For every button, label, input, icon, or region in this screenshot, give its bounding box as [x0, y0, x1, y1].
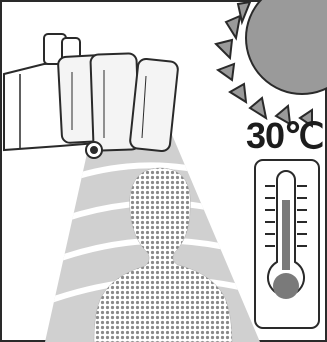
- thermometer-icon: [255, 160, 319, 328]
- temperature-label: 30℃: [246, 118, 327, 154]
